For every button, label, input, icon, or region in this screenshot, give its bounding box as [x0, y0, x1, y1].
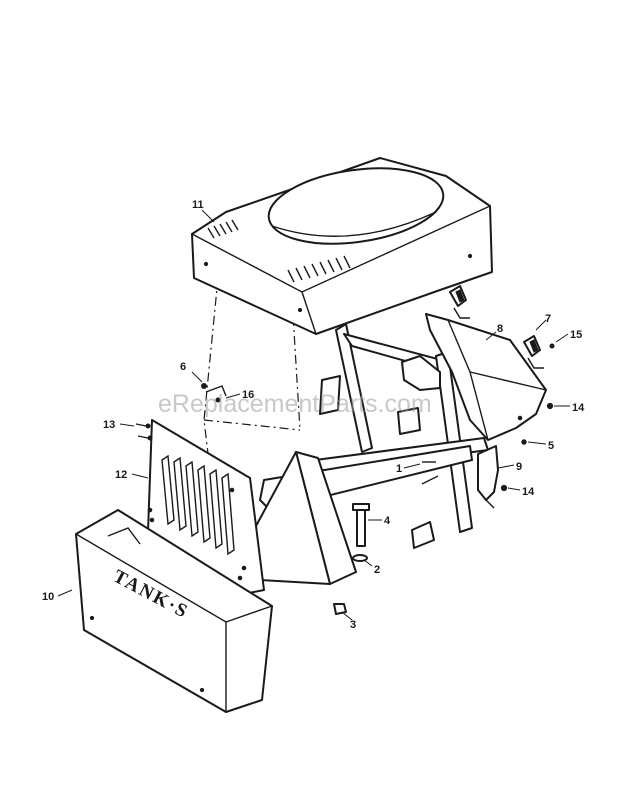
- callouts: 11 8 7 15 6 16 13 14: [42, 199, 585, 631]
- callout-10: 10: [42, 589, 73, 603]
- watermark-text: eReplacementParts.com: [158, 390, 432, 418]
- svg-text:6: 6: [180, 361, 186, 373]
- svg-text:13: 13: [103, 419, 115, 431]
- callout-13: 13: [103, 419, 135, 431]
- right-bracket: [477, 445, 499, 509]
- callout-1: 1: [396, 463, 421, 475]
- fasteners: [135, 343, 555, 615]
- svg-text:3: 3: [350, 619, 356, 631]
- callout-15: 15: [555, 329, 582, 343]
- callout-14b: 14: [507, 486, 535, 498]
- svg-text:7: 7: [545, 313, 551, 325]
- svg-text:10: 10: [42, 591, 54, 603]
- callout-8: 8: [485, 323, 503, 341]
- callout-12: 12: [115, 469, 149, 481]
- callout-9: 9: [497, 461, 522, 473]
- svg-text:1: 1: [396, 463, 402, 475]
- fender-vents-left: [207, 219, 239, 239]
- svg-text:8: 8: [497, 323, 503, 335]
- latch-right: [523, 335, 544, 369]
- fender-pan: [191, 157, 493, 335]
- grille-slots: [161, 454, 235, 556]
- svg-text:15: 15: [570, 329, 582, 341]
- callout-6: 6: [180, 361, 203, 383]
- fender-vents-right: [287, 255, 351, 283]
- callout-16: 16: [225, 389, 254, 401]
- front-hood: TANK·S: [75, 509, 273, 713]
- callout-5: 5: [527, 440, 554, 452]
- svg-text:9: 9: [516, 461, 522, 473]
- svg-text:5: 5: [548, 440, 554, 452]
- upright-brackets: [319, 355, 441, 549]
- svg-text:2: 2: [374, 564, 380, 576]
- callout-11: 11: [192, 199, 215, 223]
- svg-text:12: 12: [115, 469, 127, 481]
- callout-14a: 14: [554, 402, 585, 414]
- callout-3: 3: [341, 611, 356, 631]
- svg-text:4: 4: [384, 515, 391, 527]
- side-bracket: [425, 313, 547, 441]
- latch-left: [449, 285, 470, 319]
- svg-text:16: 16: [242, 389, 254, 401]
- svg-text:11: 11: [192, 199, 204, 211]
- callout-2: 2: [363, 559, 380, 576]
- svg-text:14: 14: [572, 402, 585, 414]
- callout-7: 7: [535, 313, 551, 331]
- svg-text:14: 14: [522, 486, 535, 498]
- callout-4: 4: [368, 515, 391, 527]
